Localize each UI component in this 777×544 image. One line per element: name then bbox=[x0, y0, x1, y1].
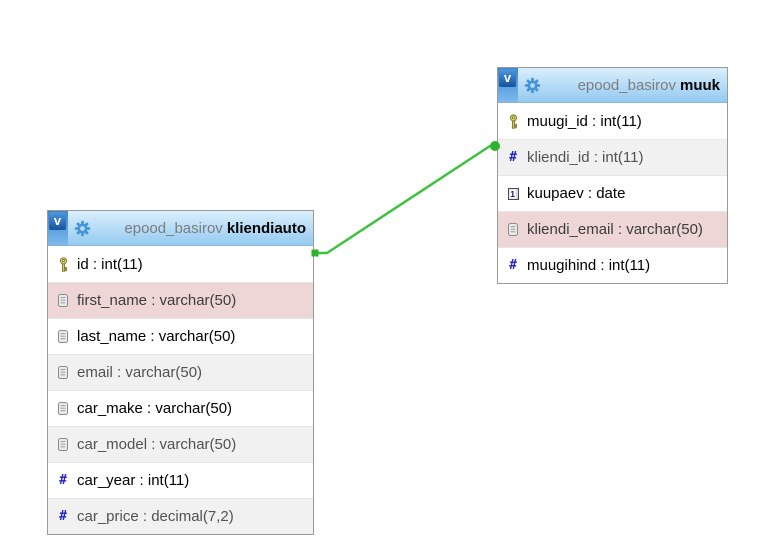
text-field-icon bbox=[56, 366, 70, 379]
database-name: epood_basirov bbox=[577, 76, 676, 94]
text-field-icon bbox=[56, 294, 70, 307]
field-label: last_name : varchar(50) bbox=[77, 328, 236, 345]
database-name: epood_basirov bbox=[124, 219, 223, 237]
table-row[interactable]: muugi_id : int(11) bbox=[498, 103, 727, 139]
collapse-toggle-button[interactable]: v bbox=[499, 69, 516, 87]
field-label: car_model : varchar(50) bbox=[77, 436, 237, 453]
field-label: kliendi_id : int(11) bbox=[527, 149, 644, 166]
numeric-field-icon: # bbox=[509, 150, 517, 165]
table-row[interactable]: id : int(11) bbox=[48, 246, 313, 282]
table-row[interactable]: email : varchar(50) bbox=[48, 354, 313, 390]
table-row[interactable]: # kliendi_id : int(11) bbox=[498, 139, 727, 175]
table-row[interactable]: # car_price : decimal(7,2) bbox=[48, 498, 313, 534]
primary-key-icon bbox=[506, 113, 520, 129]
relation-line[interactable] bbox=[315, 144, 494, 255]
text-field-icon bbox=[506, 223, 520, 236]
text-field-icon bbox=[56, 330, 70, 343]
table-row[interactable]: # muugihind : int(11) bbox=[498, 247, 727, 283]
table-row[interactable]: first_name : varchar(50) bbox=[48, 282, 313, 318]
field-label: kliendi_email : varchar(50) bbox=[527, 221, 703, 238]
date-field-icon: 1 bbox=[506, 187, 520, 200]
text-field-icon bbox=[56, 402, 70, 415]
numeric-field-icon: # bbox=[59, 509, 67, 524]
field-label: id : int(11) bbox=[77, 255, 143, 273]
field-label: email : varchar(50) bbox=[77, 364, 203, 381]
table-options-gear-icon[interactable] bbox=[74, 220, 91, 237]
collapse-toggle-button[interactable]: v bbox=[49, 212, 66, 230]
table-row[interactable]: last_name : varchar(50) bbox=[48, 318, 313, 354]
field-label: kuupaev : date bbox=[527, 185, 626, 202]
table-row[interactable]: kliendi_email : varchar(50) bbox=[498, 211, 727, 247]
field-label: muugi_id : int(11) bbox=[527, 112, 642, 130]
field-label: car_price : decimal(7,2) bbox=[77, 508, 234, 525]
field-label: muugihind : int(11) bbox=[527, 257, 651, 274]
collapse-strip: v bbox=[498, 68, 518, 102]
numeric-field-icon: # bbox=[59, 473, 67, 488]
field-label: car_year : int(11) bbox=[77, 472, 190, 489]
field-label: first_name : varchar(50) bbox=[77, 292, 237, 309]
svg-text:1: 1 bbox=[510, 189, 515, 199]
primary-key-icon bbox=[56, 256, 70, 272]
table-name: muuk bbox=[679, 76, 720, 94]
field-label: car_make : varchar(50) bbox=[77, 400, 233, 417]
table-row[interactable]: car_model : varchar(50) bbox=[48, 426, 313, 462]
table-row[interactable]: car_make : varchar(50) bbox=[48, 390, 313, 426]
numeric-field-icon: # bbox=[509, 258, 517, 273]
text-field-icon bbox=[56, 438, 70, 451]
relation-kliendiauto-muuk[interactable] bbox=[311, 141, 501, 257]
table-row[interactable]: # car_year : int(11) bbox=[48, 462, 313, 498]
field-list: muugi_id : int(11) # kliendi_id : int(11) 1… bbox=[498, 103, 727, 283]
table-options-gear-icon[interactable] bbox=[524, 77, 541, 94]
table-row[interactable]: 1 kuupaev : date bbox=[498, 175, 727, 211]
field-list: id : int(11) first_name : varchar(50) last… bbox=[48, 246, 313, 534]
table-name: kliendiauto bbox=[226, 219, 306, 237]
collapse-strip: v bbox=[48, 211, 68, 245]
